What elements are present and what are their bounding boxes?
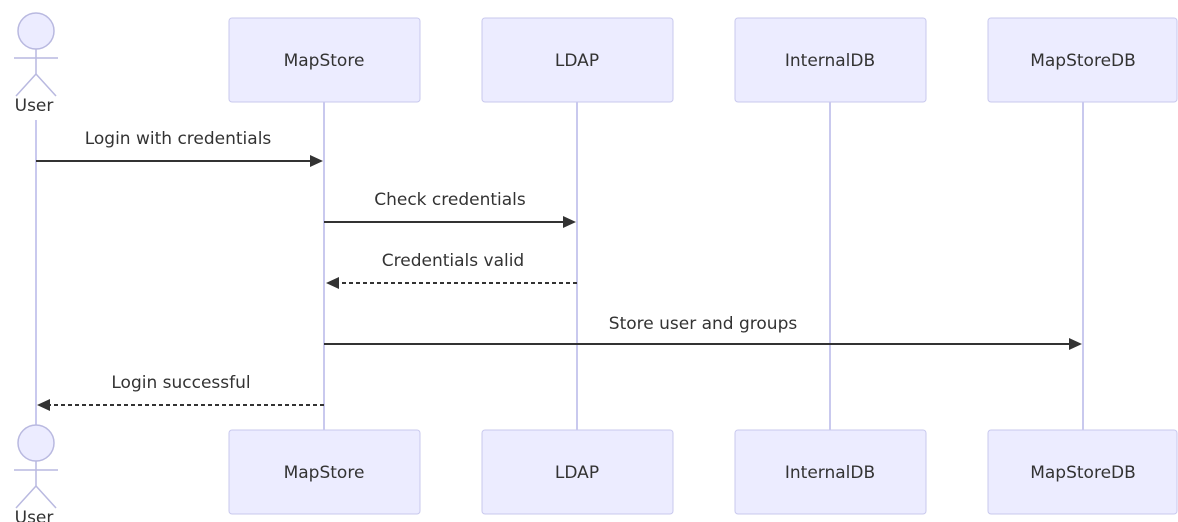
message-login-with-credentials: Login with credentials	[36, 129, 323, 167]
user-actor-label: User	[15, 508, 54, 522]
message-label: Check credentials	[374, 190, 526, 210]
arrowhead-icon	[37, 399, 50, 411]
arrowhead-icon	[563, 216, 576, 228]
arrowhead-icon	[1069, 338, 1082, 350]
person-icon	[14, 12, 58, 97]
user-actor-top: User	[14, 12, 58, 116]
person-icon	[14, 424, 58, 509]
arrowhead-icon	[310, 155, 323, 167]
participant-mapstore-top: MapStore	[228, 17, 421, 103]
message-label: Store user and groups	[609, 314, 798, 334]
lifelines	[35, 102, 1084, 430]
message-login-successful: Login successful	[37, 373, 324, 411]
participant-label: MapStoreDB	[1030, 51, 1136, 71]
participant-label: InternalDB	[785, 463, 875, 483]
message-label: Login successful	[111, 373, 250, 393]
participant-ldap-bottom: LDAP	[481, 429, 674, 515]
participant-label: InternalDB	[785, 51, 875, 71]
participant-mapstoredb-bottom: MapStoreDB	[987, 429, 1178, 515]
participant-internaldb-top: InternalDB	[734, 17, 927, 103]
participant-mapstore-bottom: MapStore	[228, 429, 421, 515]
participant-label: MapStoreDB	[1030, 463, 1136, 483]
arrowhead-icon	[326, 277, 339, 289]
message-check-credentials: Check credentials	[324, 190, 576, 228]
message-label: Credentials valid	[382, 251, 524, 271]
participant-label: MapStore	[284, 51, 365, 71]
message-label: Login with credentials	[85, 129, 272, 149]
user-actor-bottom: User	[14, 424, 58, 522]
message-credentials-valid: Credentials valid	[326, 251, 577, 289]
participant-ldap-top: LDAP	[481, 17, 674, 103]
participant-label: MapStore	[284, 463, 365, 483]
participant-label: LDAP	[555, 463, 599, 483]
participant-label: LDAP	[555, 51, 599, 71]
participant-mapstoredb-top: MapStoreDB	[987, 17, 1178, 103]
user-actor-label: User	[15, 96, 54, 116]
message-store-user-and-groups: Store user and groups	[324, 314, 1082, 350]
participant-internaldb-bottom: InternalDB	[734, 429, 927, 515]
